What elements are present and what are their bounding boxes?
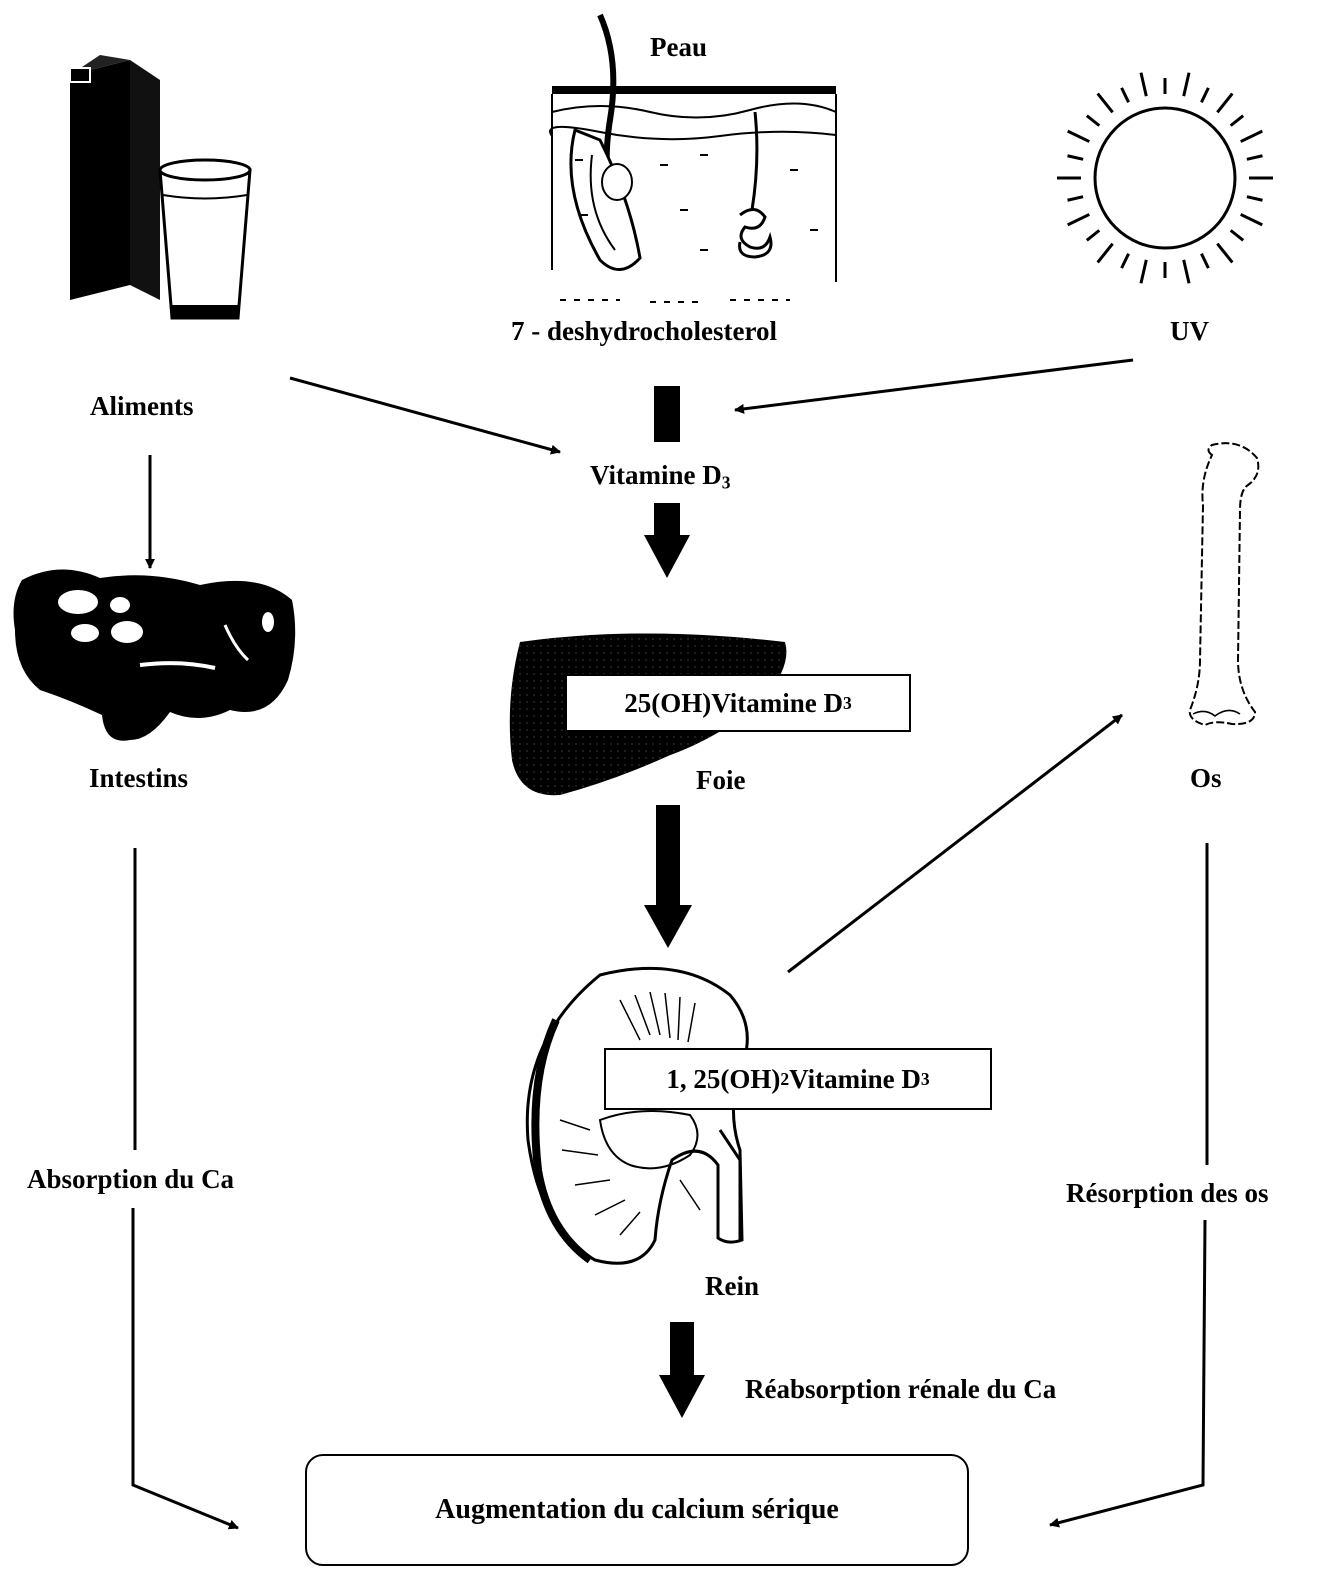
sun-ray — [1068, 156, 1084, 160]
sun-ray — [1141, 260, 1146, 283]
reabsorption-label: Réabsorption rénale du Ca — [745, 1376, 1056, 1403]
precursor-label: 7 - deshydrocholesterol — [511, 318, 777, 345]
milk-glass-icon — [160, 160, 250, 318]
absorption-label: Absorption du Ca — [27, 1166, 234, 1193]
os-label: Os — [1190, 765, 1222, 792]
sun-ray — [1217, 94, 1232, 113]
sun-icon — [1057, 73, 1273, 284]
kidney-icon — [527, 968, 747, 1263]
vitamin-d3-label: Vitamine D3 — [590, 462, 731, 489]
sun-ray — [1087, 230, 1100, 240]
intestines-icon — [14, 569, 296, 740]
sun-ray — [1201, 254, 1208, 268]
sun-ray — [1247, 156, 1263, 160]
sun-ray — [1201, 88, 1208, 102]
uv-label: UV — [1170, 318, 1209, 345]
arrow-precursor-to-vitamin-d3 — [654, 386, 680, 442]
sun-ray — [1098, 244, 1113, 263]
sun-ray — [1231, 116, 1244, 126]
sun-ray — [1241, 214, 1263, 224]
sun-ray — [1068, 131, 1090, 141]
sun-ray — [1068, 214, 1090, 224]
arrow-vitamin-d3-to-foie — [644, 503, 690, 578]
sun-ray — [1184, 73, 1189, 96]
sun-ray — [1247, 197, 1263, 201]
result-box: Augmentation du calcium sérique — [305, 1454, 969, 1566]
arrow-resorption-to-result — [1050, 1220, 1205, 1525]
sun-ray — [1122, 88, 1129, 102]
foie-label: Foie — [696, 767, 745, 794]
sun-ray — [1087, 116, 1100, 126]
arrow-rein-to-os — [788, 715, 1122, 972]
sun-ray — [1141, 73, 1146, 96]
aliments-label: Aliments — [90, 393, 194, 420]
sun-ray — [1241, 131, 1263, 141]
arrow-uv-to-vitamin-d3 — [735, 360, 1133, 410]
resorption-label: Résorption des os — [1066, 1180, 1269, 1207]
peau-label: Peau — [650, 34, 707, 61]
sun-ray — [1068, 197, 1084, 201]
sun-ray — [1231, 230, 1244, 240]
sun-ray — [1122, 254, 1129, 268]
bone-icon — [1190, 443, 1259, 725]
arrow-foie-to-rein — [644, 805, 692, 948]
rein-label: Rein — [705, 1273, 759, 1300]
sun-ray — [1184, 260, 1189, 283]
sun-ray — [1217, 244, 1232, 263]
milk-carton-icon — [70, 55, 160, 300]
arrow-rein-to-result — [659, 1322, 705, 1418]
intestins-label: Intestins — [89, 765, 188, 792]
sun-ray — [1098, 94, 1113, 113]
arrow-absorption-to-result — [133, 1208, 238, 1528]
arrow-aliments-to-vitamin-d3 — [290, 378, 560, 452]
